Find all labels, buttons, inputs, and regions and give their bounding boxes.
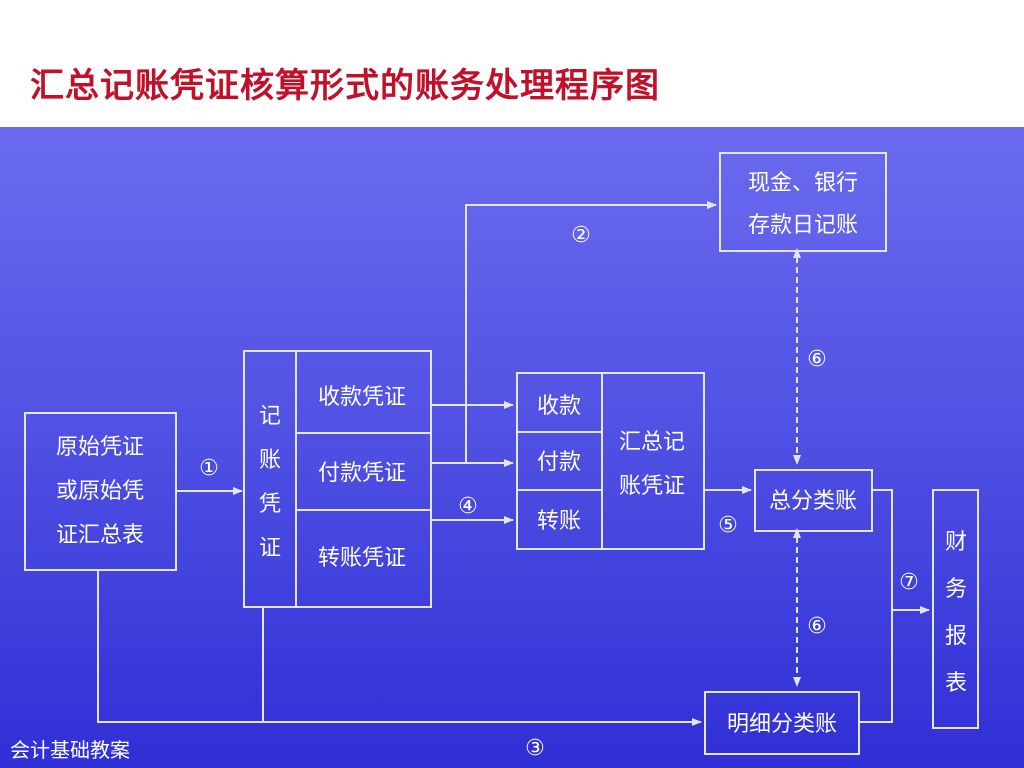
summary-voucher-line-1: 汇总记: [619, 430, 685, 455]
voucher-char-2: 账: [259, 448, 281, 473]
journal-line-1: 现金、银行: [748, 171, 858, 196]
report-char-1: 财: [945, 530, 967, 555]
step-label-6-upper: ⑥: [807, 347, 827, 372]
diagram-canvas: 原始凭证 或原始凭 证汇总表 记 账 凭 证 收款凭证 付款凭证 转账凭证 收款…: [0, 127, 1024, 768]
report-char-3: 报: [945, 624, 967, 649]
step-label-4: ④: [458, 494, 478, 519]
receipt-voucher-label: 收款凭证: [318, 385, 406, 410]
report-char-2: 务: [945, 577, 967, 602]
summary-voucher-box: [516, 372, 705, 550]
general-ledger-label: 总分类账: [769, 489, 857, 514]
transfer-voucher-label: 转账凭证: [318, 546, 406, 571]
sum-receipt-label: 收款: [537, 394, 581, 419]
journal-line-2: 存款日记账: [748, 213, 858, 238]
step-label-7: ⑦: [899, 570, 919, 595]
footer-label: 会计基础教案: [10, 738, 130, 762]
page-title: 汇总记账凭证核算形式的账务处理程序图: [30, 66, 660, 106]
step-label-3: ③: [525, 736, 545, 761]
step-label-1: ①: [199, 456, 219, 481]
flow-2: [465, 201, 717, 463]
flow-diagram: 原始凭证 或原始凭 证汇总表 记 账 凭 证 收款凭证 付款凭证 转账凭证 收款…: [24, 152, 979, 761]
report-char-4: 表: [945, 671, 967, 696]
payment-voucher-label: 付款凭证: [318, 461, 406, 486]
report-box: [932, 489, 979, 729]
step-label-6-lower: ⑥: [807, 614, 827, 639]
voucher-char-4: 证: [259, 536, 281, 561]
flow-7-upper: [872, 489, 930, 614]
sum-transfer-label: 转账: [537, 509, 581, 534]
original-line-2: 或原始凭: [56, 479, 144, 504]
voucher-group-box: [243, 350, 432, 608]
subsidiary-ledger-label: 明细分类账: [727, 712, 837, 737]
general-ledger-box: [754, 469, 873, 532]
flow-7-lower: [859, 610, 893, 723]
sum-payment-label: 付款: [537, 450, 581, 475]
original-line-3: 证汇总表: [56, 523, 144, 548]
title-bar: 汇总记账凭证核算形式的账务处理程序图: [0, 0, 1024, 127]
flow-3: [97, 570, 702, 726]
original-line-1: 原始凭证: [56, 435, 144, 460]
voucher-char-3: 凭: [259, 492, 281, 517]
voucher-char-1: 记: [259, 404, 281, 429]
summary-voucher-line-2: 账凭证: [619, 474, 685, 499]
step-label-5: ⑤: [718, 513, 738, 538]
step-label-2: ②: [571, 223, 591, 248]
journal-box: [719, 152, 887, 252]
